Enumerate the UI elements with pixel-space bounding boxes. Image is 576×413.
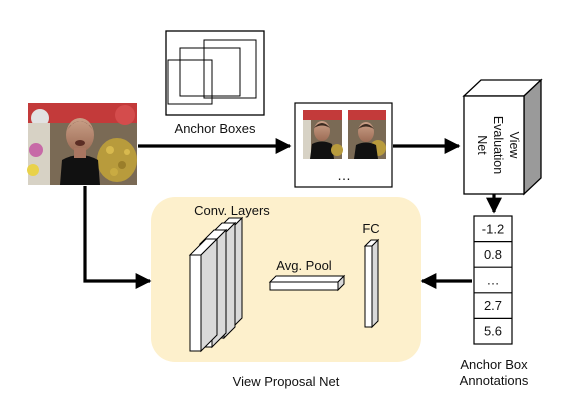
anchor-box-annotations-label-line1: Anchor Box <box>460 357 528 372</box>
crop-thumbnail <box>348 110 386 159</box>
view-evaluation-net-label: View Evaluation Net <box>475 116 521 174</box>
annotation-score: … <box>487 273 500 288</box>
crop-thumbnail <box>303 110 343 159</box>
annotation-score: 0.8 <box>484 247 502 262</box>
svg-text:Evaluation: Evaluation <box>491 116 505 174</box>
anchor-box-annotations-column: -1.2 0.8 … 2.7 5.6 <box>473 215 513 345</box>
avg-pool-label: Avg. Pool <box>276 258 332 273</box>
crops-panel: … <box>294 102 393 188</box>
view-evaluation-net-block: View Evaluation Net <box>462 78 543 196</box>
svg-text:View: View <box>507 132 521 160</box>
avg-pool-block <box>268 274 346 292</box>
fc-label: FC <box>362 221 379 236</box>
input-image <box>27 103 137 185</box>
fc-block <box>363 238 380 329</box>
anchor-boxes-label: Anchor Boxes <box>175 121 256 136</box>
annotation-score: -1.2 <box>482 221 504 236</box>
anchor-box <box>167 59 213 105</box>
anchor-boxes-illustration <box>165 30 265 116</box>
conv-layers-label: Conv. Layers <box>194 203 270 218</box>
anchor-box <box>203 39 257 99</box>
anchor-boxes-frame <box>165 30 265 116</box>
arrow-image-to-proposal-net <box>83 186 152 289</box>
anchor-box-annotations-label-line2: Annotations <box>460 373 529 388</box>
crops-ellipsis: … <box>337 167 351 183</box>
annotation-score: 2.7 <box>484 298 502 313</box>
conv-layers-block <box>188 216 244 353</box>
view-proposal-net-label: View Proposal Net <box>233 374 340 389</box>
annotation-score: 5.6 <box>484 324 502 339</box>
svg-text:Net: Net <box>475 135 489 155</box>
anchor-box <box>179 47 241 97</box>
